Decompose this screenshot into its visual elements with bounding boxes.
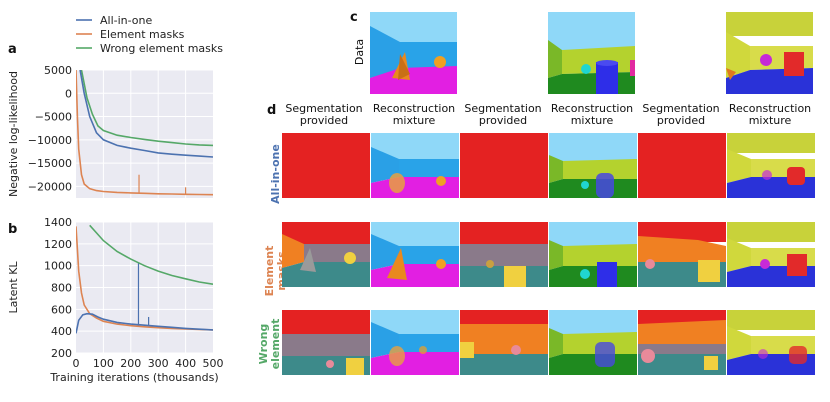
seg-all-in-one-1	[282, 133, 370, 198]
series-line-element-masks	[76, 226, 213, 331]
data-image-3	[726, 12, 813, 94]
ytick-label: −20000	[28, 180, 72, 193]
legend-label: Element masks	[100, 28, 185, 41]
data-image-1	[370, 12, 457, 94]
y-axis-label: Latent KL	[7, 261, 20, 314]
x-axis-label: Training iterations (thousands)	[49, 371, 218, 384]
recon-element-masks-1	[371, 222, 459, 287]
series-line-wrong-element-masks	[89, 224, 213, 285]
seg-all-in-one-2	[460, 133, 548, 198]
data-image-2	[548, 12, 635, 94]
legend-label: Wrong element masks	[100, 42, 223, 55]
ytick-label: 1400	[44, 216, 72, 229]
recon-wrong-masks-3	[727, 310, 815, 375]
panel-letter-a: a	[8, 42, 17, 57]
ytick-label: 0	[65, 87, 72, 100]
xtick-label: 100	[93, 357, 114, 370]
seg-wrong-masks-1	[282, 310, 370, 375]
seg-element-masks-3	[638, 222, 726, 287]
ytick-label: 400	[51, 325, 72, 338]
xtick-label: 300	[148, 357, 169, 370]
panel-letter-c: c	[350, 10, 358, 25]
ytick-label: −5000	[35, 111, 72, 124]
recon-wrong-masks-1	[371, 310, 459, 375]
ytick-label: 5000	[44, 64, 72, 77]
seg-element-masks-1	[282, 222, 370, 287]
seg-wrong-masks-2	[460, 310, 548, 375]
recon-all-in-one-2	[549, 133, 637, 198]
series-line-wrong-element-masks	[80, 70, 213, 147]
recon-wrong-masks-2	[549, 310, 637, 375]
ytick-label: 600	[51, 303, 72, 316]
ytick-label: 1200	[44, 238, 72, 251]
recon-element-masks-2	[549, 222, 637, 287]
y-axis-label: Negative log-likelihood	[7, 71, 20, 197]
ytick-label: 800	[51, 282, 72, 295]
ytick-label: −10000	[28, 134, 72, 147]
ytick-label: −15000	[28, 157, 72, 170]
xtick-label: 200	[120, 357, 141, 370]
series-line-element-masks	[76, 70, 213, 196]
series-line-all-in-one	[79, 70, 213, 158]
row-label-all-in-one: All-in-one	[269, 144, 282, 204]
recon-element-masks-3	[727, 222, 815, 287]
ytick-label: 1000	[44, 260, 72, 273]
seg-all-in-one-3	[638, 133, 726, 198]
recon-all-in-one-3	[727, 133, 815, 198]
panel-letter-b: b	[8, 222, 18, 237]
legend-label: All-in-one	[100, 14, 153, 27]
plot-area-a	[76, 70, 213, 198]
seg-wrong-masks-3	[638, 310, 726, 375]
xtick-label: 0	[73, 357, 80, 370]
seg-element-masks-2	[460, 222, 548, 287]
xtick-label: 400	[175, 357, 196, 370]
series-line-all-in-one	[76, 312, 213, 334]
panel-c-row-label: Data	[353, 38, 366, 66]
ytick-label: 200	[51, 347, 72, 360]
xtick-label: 500	[203, 357, 224, 370]
recon-all-in-one-1	[371, 133, 459, 198]
panel-letter-d: d	[267, 103, 277, 118]
